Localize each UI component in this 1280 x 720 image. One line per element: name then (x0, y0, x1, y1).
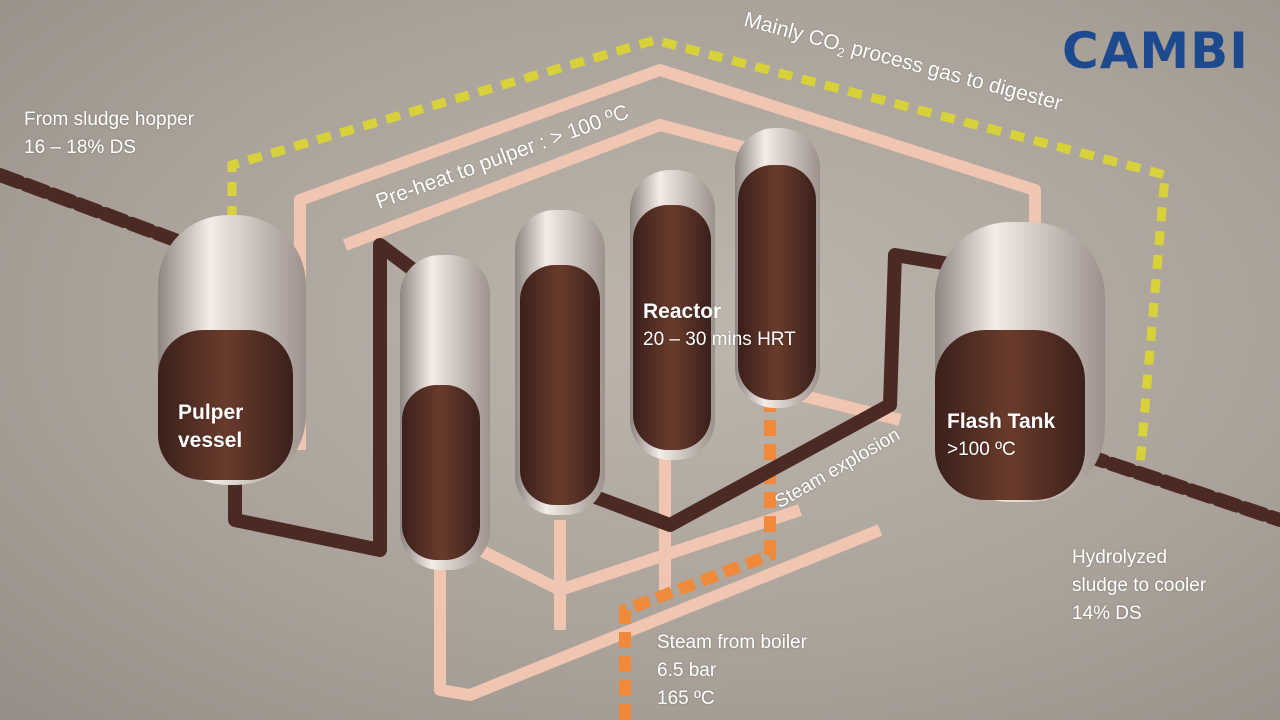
flash-title: Flash Tank (947, 410, 1056, 433)
reactor-label: Reactor 20 – 30 mins HRT (643, 298, 796, 354)
reactor-title: Reactor (643, 300, 722, 323)
boiler-label: Steam from boiler 6.5 bar 165 ºC (657, 629, 807, 713)
reactor-detail: 20 – 30 mins HRT (643, 329, 796, 350)
pulper-line2: vessel (178, 429, 243, 452)
boiler-line1: Steam from boiler (657, 632, 807, 653)
sludge-pipes (0, 168, 1280, 557)
output-line3: 14% DS (1072, 603, 1142, 624)
co2-gas-pipe (227, 35, 1170, 466)
boiler-line3: 165 ºC (657, 688, 715, 709)
output-line2: sludge to cooler (1072, 575, 1207, 596)
steam-pipe (619, 405, 776, 720)
pulper-label: Pulper vessel (178, 399, 243, 455)
pulper-vessel (158, 215, 306, 485)
flash-tank (935, 222, 1105, 502)
reactor-vessels (400, 128, 820, 570)
cambi-logo: CAMBI (1062, 22, 1249, 80)
pulper-line1: Pulper (178, 401, 244, 424)
hopper-label-line2: 16 – 18% DS (24, 137, 136, 158)
flash-detail: >100 ºC (947, 439, 1016, 460)
flash-tank-label: Flash Tank >100 ºC (947, 408, 1055, 464)
hopper-label-line1: From sludge hopper (24, 109, 195, 130)
output-label: Hydrolyzed sludge to cooler 14% DS (1072, 544, 1206, 628)
hopper-label: From sludge hopper 16 – 18% DS (24, 106, 194, 162)
output-line1: Hydrolyzed (1072, 547, 1168, 568)
boiler-line2: 6.5 bar (657, 660, 717, 681)
